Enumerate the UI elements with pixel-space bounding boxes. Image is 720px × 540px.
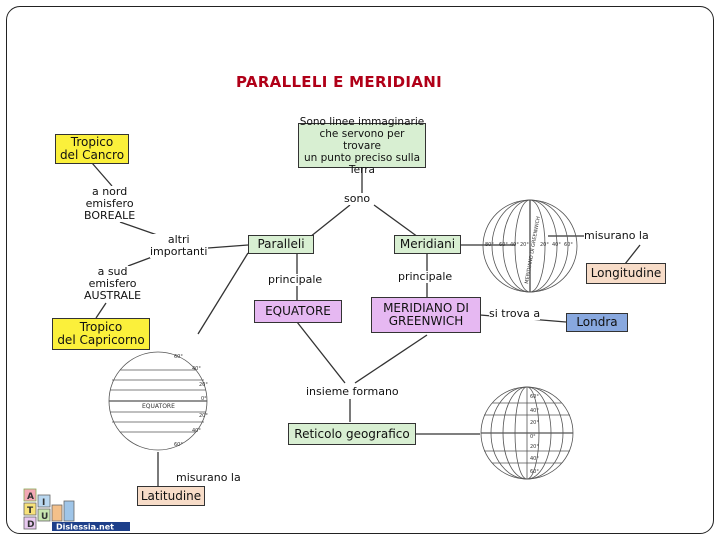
meridiani-node: Meridiani bbox=[394, 235, 461, 254]
svg-text:40°: 40° bbox=[530, 456, 539, 462]
equatore-node: EQUATORE bbox=[254, 300, 342, 323]
sud-label: a sud emisfero AUSTRALE bbox=[84, 265, 142, 302]
meridiano-greenwich-node: MERIDIANO DI GREENWICH bbox=[371, 297, 481, 333]
svg-text:20°: 20° bbox=[199, 413, 208, 419]
svg-text:20°: 20° bbox=[520, 242, 529, 248]
svg-text:60°: 60° bbox=[564, 242, 573, 248]
svg-text:60°: 60° bbox=[174, 442, 183, 448]
svg-text:40°: 40° bbox=[552, 242, 561, 248]
principale-right-label: principale bbox=[398, 270, 453, 283]
londra-node: Londra bbox=[566, 313, 628, 332]
svg-text:A: A bbox=[27, 492, 34, 502]
misurano-right-label: misurano la bbox=[584, 229, 649, 242]
slide-frame bbox=[6, 6, 714, 534]
tropico-capricorno-node: Tropico del Capricorno bbox=[52, 318, 150, 350]
equator-globe-label: EQUATORE bbox=[142, 403, 175, 410]
principale-left-label: principale bbox=[268, 273, 323, 286]
svg-text:U: U bbox=[41, 512, 48, 522]
svg-text:40°: 40° bbox=[192, 428, 201, 434]
svg-text:60°: 60° bbox=[530, 469, 539, 475]
si-trova-label: si trova a bbox=[489, 307, 541, 320]
meridians-globe-icon: 80° 60° 40° 20° 20° 40° 60° MERIDIANO DI… bbox=[482, 199, 578, 293]
dislessia-logo: A I T U D Dislessia.net bbox=[23, 488, 130, 532]
parallels-globe-icon: EQUATORE 60° 40° 20° 0° 20° 40° 60° bbox=[108, 351, 208, 451]
reticolo-node: Reticolo geografico bbox=[288, 423, 416, 445]
svg-text:40°: 40° bbox=[510, 242, 519, 248]
nord-label: a nord emisfero BOREALE bbox=[84, 185, 136, 222]
svg-text:D: D bbox=[27, 520, 34, 530]
svg-text:20°: 20° bbox=[540, 242, 549, 248]
definition-node: Sono linee immaginarie che servono per t… bbox=[298, 115, 426, 176]
svg-text:60°: 60° bbox=[174, 354, 183, 360]
svg-text:20°: 20° bbox=[530, 444, 539, 450]
misurano-left-label: misurano la bbox=[176, 471, 241, 484]
svg-text:60°: 60° bbox=[499, 242, 508, 248]
longitudine-node: Longitudine bbox=[586, 263, 666, 284]
sono-label: sono bbox=[344, 192, 371, 205]
svg-text:0°: 0° bbox=[201, 396, 207, 402]
page-title: PARALLELI E MERIDIANI bbox=[236, 73, 442, 91]
latitudine-node: Latitudine bbox=[137, 486, 205, 506]
greenwich-globe-label: MERIDIANO DI GREENWICH bbox=[524, 216, 542, 285]
insieme-label: insieme formano bbox=[306, 385, 399, 398]
svg-text:40°: 40° bbox=[192, 366, 201, 372]
svg-text:T: T bbox=[27, 506, 34, 516]
tropico-cancro-node: Tropico del Cancro bbox=[55, 134, 129, 164]
svg-text:40°: 40° bbox=[530, 408, 539, 414]
svg-text:I: I bbox=[42, 498, 45, 508]
paralleli-node: Paralleli bbox=[248, 235, 314, 254]
meridians-degrees: 80° bbox=[485, 242, 494, 248]
svg-text:60°: 60° bbox=[530, 394, 539, 400]
logo-text: Dislessia.net bbox=[56, 523, 114, 532]
altri-importanti-label: altri importanti bbox=[150, 233, 208, 258]
svg-text:20°: 20° bbox=[199, 382, 208, 388]
grid-globe-icon: 60° 40° 20° 0° 20° 40° 60° bbox=[480, 386, 574, 480]
svg-text:0°: 0° bbox=[530, 434, 536, 440]
svg-text:20°: 20° bbox=[530, 420, 539, 426]
